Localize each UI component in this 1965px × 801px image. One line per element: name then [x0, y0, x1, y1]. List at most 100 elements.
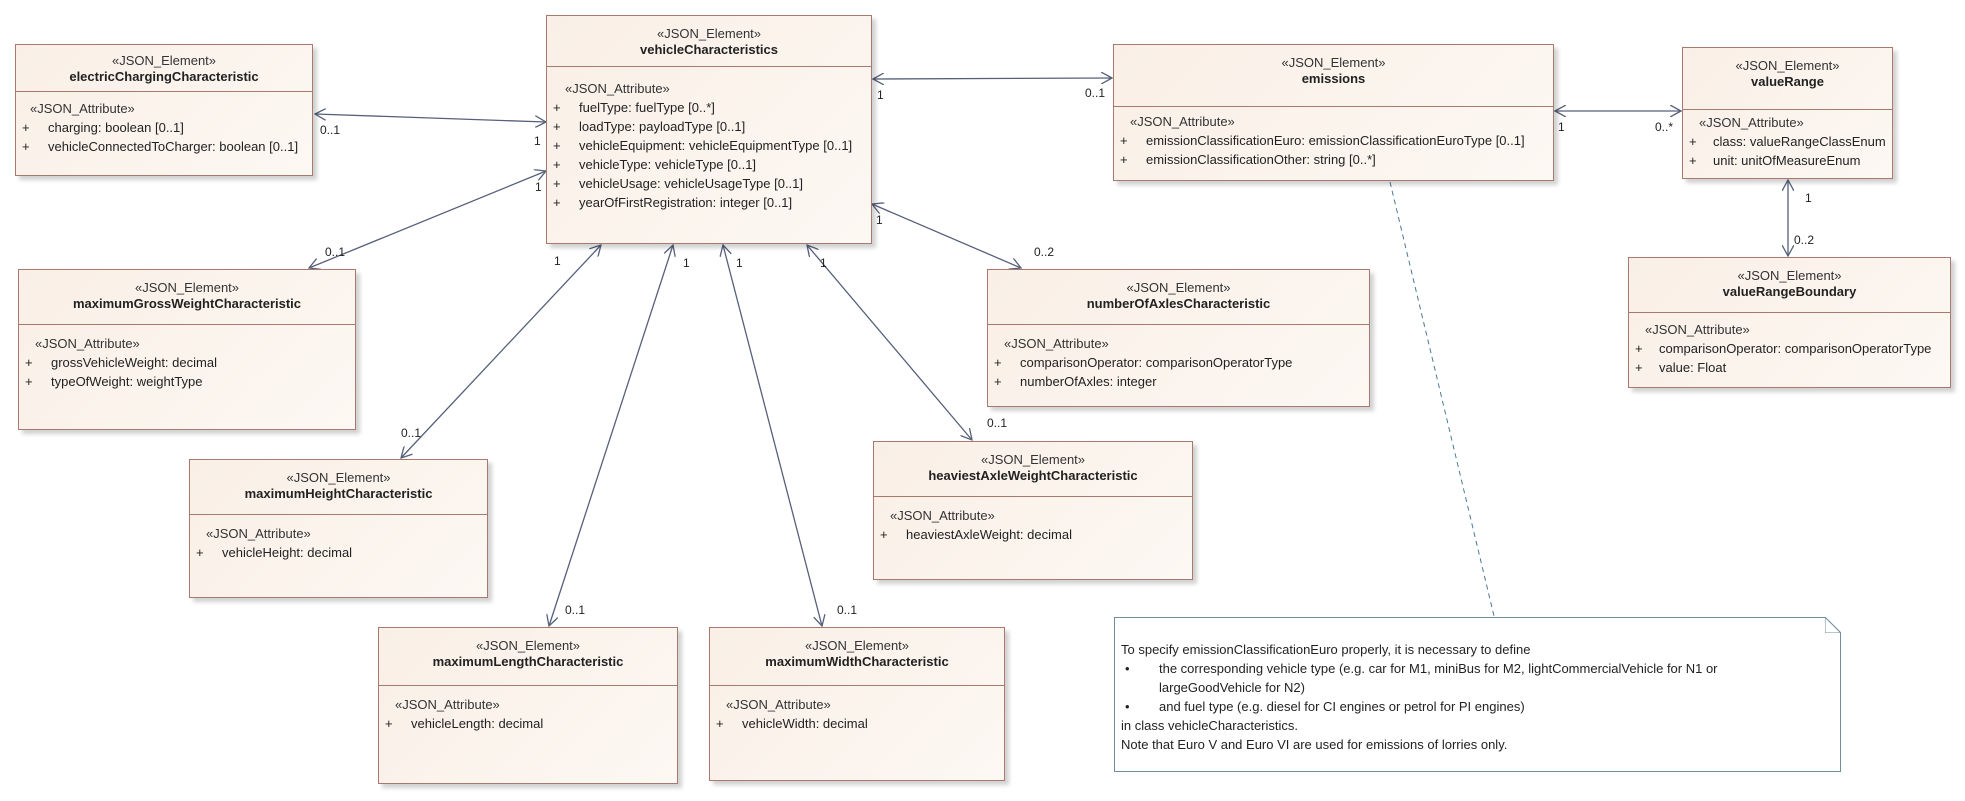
class-header: «JSON_Element» valueRangeBoundary	[1629, 258, 1950, 313]
attribute-stereotype: «JSON_Attribute»	[890, 508, 995, 523]
association-vehicle-axleweight[interactable]	[807, 245, 972, 440]
attribute-stereotype: «JSON_Attribute»	[565, 81, 670, 96]
attribute-compartment: «JSON_Attribute» +class: valueRangeClass…	[1683, 110, 1892, 170]
class-header: «JSON_Element» maximumGrossWeightCharact…	[19, 270, 355, 325]
class-name: numberOfAxlesCharacteristic	[1086, 296, 1271, 311]
class-value-range-boundary[interactable]: «JSON_Element» valueRangeBoundary «JSON_…	[1628, 257, 1951, 388]
attribute-row: +grossVehicleWeight: decimal	[25, 355, 217, 370]
mult-gross-near: 0..1	[325, 245, 345, 259]
class-name: electricChargingCharacteristic	[69, 69, 259, 84]
class-vehicle-characteristics[interactable]: «JSON_Element» vehicleCharacteristics «J…	[546, 15, 872, 244]
mult-height-vehicle-end: 1	[554, 254, 561, 268]
attribute-row: +loadType: payloadType [0..1]	[553, 119, 746, 134]
attribute-row: +vehicleLength: decimal	[385, 716, 544, 731]
attribute-stereotype: «JSON_Attribute»	[1645, 322, 1750, 337]
association-vehicle-height[interactable]	[401, 245, 601, 458]
class-electric-charging-characteristic[interactable]: «JSON_Element» electricChargingCharacter…	[15, 44, 313, 176]
class-stereotype: «JSON_Element»	[1281, 55, 1386, 70]
association-electric-vehicle[interactable]	[315, 114, 546, 122]
association-vehicle-grossweight[interactable]	[309, 171, 546, 268]
class-header: «JSON_Element» electricChargingCharacter…	[16, 45, 312, 92]
attribute-row: +vehicleHeight: decimal	[196, 545, 353, 560]
attribute-compartment: «JSON_Attribute» +comparisonOperator: co…	[988, 325, 1369, 391]
association-vehicle-axles[interactable]	[872, 204, 1021, 268]
attribute-row: +emissionClassificationEuro: emissionCla…	[1120, 133, 1525, 148]
attribute-stereotype: «JSON_Attribute»	[30, 101, 135, 116]
attribute-row: +heaviestAxleWeight: decimal	[880, 527, 1072, 542]
attribute-row: +typeOfWeight: weightType	[25, 374, 203, 389]
attribute-compartment: «JSON_Attribute» +grossVehicleWeight: de…	[19, 325, 355, 391]
attribute-stereotype: «JSON_Attribute»	[395, 697, 500, 712]
attribute-compartment: «JSON_Attribute» +charging: boolean [0..…	[16, 92, 312, 156]
class-maximum-length-characteristic[interactable]: «JSON_Element» maximumLengthCharacterist…	[378, 627, 678, 784]
class-stereotype: «JSON_Element»	[1126, 280, 1231, 295]
attribute-compartment: «JSON_Attribute» +vehicleHeight: decimal	[190, 515, 487, 562]
class-maximum-height-characteristic[interactable]: «JSON_Element» maximumHeightCharacterist…	[189, 459, 488, 598]
note-bullet: •the corresponding vehicle type (e.g. ca…	[1125, 661, 1718, 676]
class-value-range[interactable]: «JSON_Element» valueRange «JSON_Attribut…	[1682, 47, 1893, 179]
note-bullet-continuation: largeGoodVehicle for N2)	[1159, 680, 1305, 695]
class-heaviest-axle-weight-characteristic[interactable]: «JSON_Element» heaviestAxleWeightCharact…	[873, 441, 1193, 580]
attribute-compartment: «JSON_Attribute» +comparisonOperator: co…	[1629, 313, 1950, 377]
note-line: Note that Euro V and Euro VI are used fo…	[1121, 737, 1508, 752]
class-header: «JSON_Element» vehicleCharacteristics	[547, 16, 871, 67]
multiplicity-labels: 0..1 1 1 0..1 1 0..* 1 0..2 1 0..1 1 0..…	[320, 86, 1814, 617]
mult-electric-near: 0..1	[320, 123, 340, 137]
attribute-row: +class: valueRangeClassEnum	[1689, 134, 1886, 149]
association-vehicle-width[interactable]	[723, 245, 822, 626]
association-vehicle-length[interactable]	[549, 245, 673, 626]
class-name: maximumLengthCharacteristic	[432, 654, 624, 669]
association-vehicle-emissions[interactable]	[873, 78, 1112, 79]
class-name: heaviestAxleWeightCharacteristic	[928, 468, 1138, 483]
class-name: maximumHeightCharacteristic	[244, 486, 433, 501]
class-stereotype: «JSON_Element»	[980, 452, 1086, 467]
attribute-row: +numberOfAxles: integer	[994, 374, 1157, 389]
attribute-stereotype: «JSON_Attribute»	[1130, 114, 1235, 129]
attribute-compartment: «JSON_Attribute» +emissionClassification…	[1114, 107, 1553, 169]
attribute-row: +emissionClassificationOther: string [0.…	[1120, 152, 1376, 167]
attribute-row: +vehicleType: vehicleType [0..1]	[553, 157, 757, 172]
note-line: To specify emissionClassificationEuro pr…	[1121, 642, 1531, 657]
mult-electric-vehicle-end: 1	[534, 134, 541, 148]
attribute-compartment: «JSON_Attribute» +vehicleLength: decimal	[379, 686, 677, 733]
mult-height-near: 0..1	[401, 426, 421, 440]
class-name: maximumWidthCharacteristic	[765, 654, 949, 669]
note-link	[1389, 181, 1495, 617]
mult-emissions-near: 0..1	[1085, 86, 1105, 100]
attribute-compartment: «JSON_Attribute» +vehicleWidth: decimal	[710, 686, 1004, 733]
class-stereotype: «JSON_Element»	[1735, 58, 1840, 73]
attribute-row: +fuelType: fuelType [0..*]	[553, 100, 715, 115]
class-header: «JSON_Element» numberOfAxlesCharacterist…	[988, 270, 1369, 325]
attribute-row: +value: Float	[1635, 360, 1727, 375]
note-bullet: •and fuel type (e.g. diesel for CI engin…	[1125, 699, 1525, 714]
mult-valuerange-near: 0..*	[1655, 120, 1673, 134]
mult-gross-vehicle-end: 1	[535, 180, 542, 194]
attribute-stereotype: «JSON_Attribute»	[726, 697, 831, 712]
note-emission-classification[interactable]: To specify emissionClassificationEuro pr…	[1114, 617, 1841, 772]
mult-boundary-near: 0..2	[1794, 233, 1814, 247]
class-maximum-width-characteristic[interactable]: «JSON_Element» maximumWidthCharacteristi…	[709, 627, 1005, 781]
attribute-row: +vehicleUsage: vehicleUsageType [0..1]	[553, 176, 804, 191]
mult-valuerange-emissions-end: 1	[1558, 120, 1565, 134]
class-name: valueRangeBoundary	[1722, 284, 1857, 299]
mult-width-near: 0..1	[837, 603, 857, 617]
class-number-of-axles-characteristic[interactable]: «JSON_Element» numberOfAxlesCharacterist…	[987, 269, 1370, 407]
class-header: «JSON_Element» emissions	[1114, 45, 1553, 107]
class-maximum-gross-weight-characteristic[interactable]: «JSON_Element» maximumGrossWeightCharact…	[18, 269, 356, 430]
attribute-row: +vehicleEquipment: vehicleEquipmentType …	[553, 138, 853, 153]
attribute-row: +unit: unitOfMeasureEnum	[1689, 153, 1861, 168]
attribute-compartment: «JSON_Attribute» +fuelType: fuelType [0.…	[547, 67, 871, 212]
class-stereotype: «JSON_Element»	[111, 53, 217, 68]
mult-axles-vehicle-end: 1	[876, 213, 883, 227]
class-stereotype: «JSON_Element»	[656, 26, 762, 41]
mult-boundary-valuerange-end: 1	[1805, 191, 1812, 205]
attribute-row: +comparisonOperator: comparisonOperatorT…	[994, 355, 1293, 370]
class-name: maximumGrossWeightCharacteristic	[72, 296, 302, 311]
note-line: in class vehicleCharacteristics.	[1121, 718, 1299, 733]
attribute-row: +yearOfFirstRegistration: integer [0..1]	[553, 195, 793, 210]
mult-axles-near: 0..2	[1034, 245, 1054, 259]
class-emissions[interactable]: «JSON_Element» emissions «JSON_Attribute…	[1113, 44, 1554, 181]
class-stereotype: «JSON_Element»	[1737, 268, 1842, 283]
attribute-row: +vehicleWidth: decimal	[716, 716, 868, 731]
